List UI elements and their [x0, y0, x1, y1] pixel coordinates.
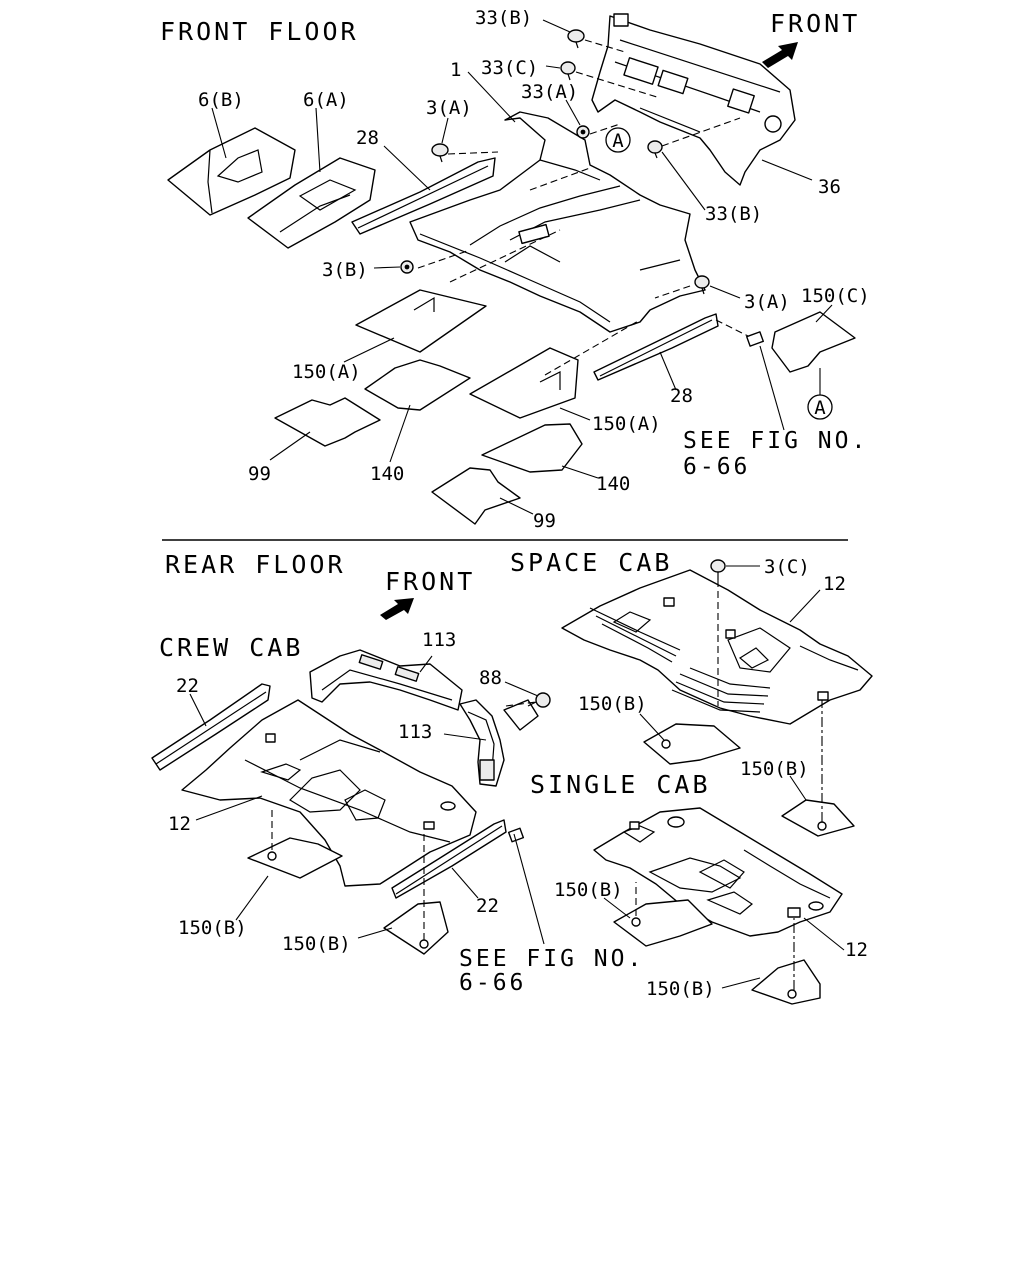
- label-150c: 150(C): [801, 285, 870, 307]
- front-arrow-label-top: FRONT: [770, 9, 860, 38]
- label-33b-top: 33(B): [475, 7, 532, 29]
- part-150b-crew-mid-pad: [383, 901, 449, 955]
- label-140-left: 140: [370, 463, 404, 485]
- see-fig-front-line1: SEE FIG NO.: [683, 428, 868, 454]
- fastener-3b: [400, 260, 414, 274]
- heading-rear-floor: REAR FLOOR: [165, 550, 346, 579]
- heading-space-cab: SPACE CAB: [510, 548, 672, 577]
- label-150b-crew-left: 150(B): [178, 917, 247, 939]
- ref-circle-a-top-label: A: [612, 130, 624, 152]
- ref-circle-a-top: [605, 127, 631, 153]
- front-arrow-top-icon: [762, 42, 798, 68]
- label-3a-right: 3(A): [744, 291, 790, 313]
- fastener-88: [527, 692, 551, 708]
- label-33b-lower: 33(B): [705, 203, 762, 225]
- fastener-33a: [576, 125, 590, 139]
- part-99-right-mat: [431, 467, 521, 525]
- label-150b-single-bottom: 150(B): [646, 978, 715, 1000]
- label-28-bottom: 28: [670, 385, 693, 407]
- label-140-right: 140: [596, 473, 630, 495]
- part-150a-left-pad: [355, 289, 487, 353]
- label-22-bottom: 22: [476, 895, 499, 917]
- label-6b: 6(B): [198, 89, 244, 111]
- fastener-33b-top: [567, 29, 585, 49]
- label-3c: 3(C): [764, 556, 810, 578]
- label-36: 36: [818, 176, 841, 198]
- fastener-3c: [710, 559, 726, 580]
- part-150b-single-bottom-pad: [751, 959, 821, 1005]
- part-150b-space-left-pad: [643, 723, 741, 765]
- part-6a-cover: [247, 157, 376, 249]
- part-1-front-floor-carpet: [409, 111, 706, 333]
- heading-crew-cab: CREW CAB: [159, 633, 303, 662]
- part-113-clip: [503, 699, 539, 731]
- label-113-lower: 113: [398, 721, 432, 743]
- part-22-top-scuff-plate: [151, 683, 271, 771]
- part-22-bottom-scuff-plate: [391, 819, 507, 899]
- label-150a-right: 150(A): [592, 413, 661, 435]
- part-150c-pad: [771, 311, 856, 373]
- label-150b-space-right: 150(B): [740, 758, 809, 780]
- see-fig-rear-line2: 6-66: [459, 970, 526, 996]
- fastener-3a-right: [694, 275, 710, 295]
- part-150b-single-left-pad: [613, 899, 713, 947]
- ref-circle-a-bottom-label: A: [814, 397, 826, 419]
- label-33a: 33(A): [521, 81, 578, 103]
- clip-see-fig-front: [746, 331, 764, 347]
- part-12-single-cab-carpet: [593, 807, 843, 937]
- label-150b-single-left: 150(B): [554, 879, 623, 901]
- part-140-right-insulator: [481, 423, 583, 473]
- label-12-crew: 12: [168, 813, 191, 835]
- see-fig-rear-line1: SEE FIG NO.: [459, 946, 644, 972]
- label-88: 88: [479, 667, 502, 689]
- part-113-top-bracket: [309, 649, 463, 711]
- see-fig-front-line2: 6-66: [683, 454, 750, 480]
- label-150b-space-left: 150(B): [578, 693, 647, 715]
- heading-front-floor: FRONT FLOOR: [160, 17, 359, 46]
- part-12-crew-cab-carpet: [181, 699, 477, 887]
- label-22-top: 22: [176, 675, 199, 697]
- label-3b: 3(B): [322, 259, 368, 281]
- label-150a-left: 150(A): [292, 361, 361, 383]
- part-99-left-mat: [274, 397, 381, 447]
- label-3a-left: 3(A): [426, 97, 472, 119]
- part-113-lower-bracket: [459, 699, 505, 787]
- label-6a: 6(A): [303, 89, 349, 111]
- label-12-space: 12: [823, 573, 846, 595]
- label-28-top: 28: [356, 127, 379, 149]
- fastener-33c: [560, 61, 576, 81]
- label-1: 1: [450, 59, 461, 81]
- part-6b-cover: [167, 127, 296, 216]
- heading-single-cab: SINGLE CAB: [530, 770, 711, 799]
- label-12-single: 12: [845, 939, 868, 961]
- label-99-left: 99: [248, 463, 271, 485]
- fastener-3a-left: [431, 143, 449, 163]
- part-28-top-scuff-plate: [351, 157, 496, 235]
- part-36-dash-insulator: [591, 13, 796, 186]
- fastener-33b-lower: [647, 140, 663, 159]
- clip-see-fig-rear: [507, 827, 525, 843]
- front-arrow-label-rear: FRONT: [385, 567, 475, 596]
- front-arrow-rear-icon: [380, 598, 414, 620]
- part-150b-space-right-pad: [781, 799, 855, 837]
- label-150b-crew-mid: 150(B): [282, 933, 351, 955]
- part-150a-right-pad: [469, 347, 579, 419]
- part-140-left-insulator: [364, 359, 471, 411]
- label-113-top: 113: [422, 629, 456, 651]
- part-12-space-cab-carpet: [561, 569, 873, 725]
- label-99-right: 99: [533, 510, 556, 532]
- label-33c: 33(C): [481, 57, 538, 79]
